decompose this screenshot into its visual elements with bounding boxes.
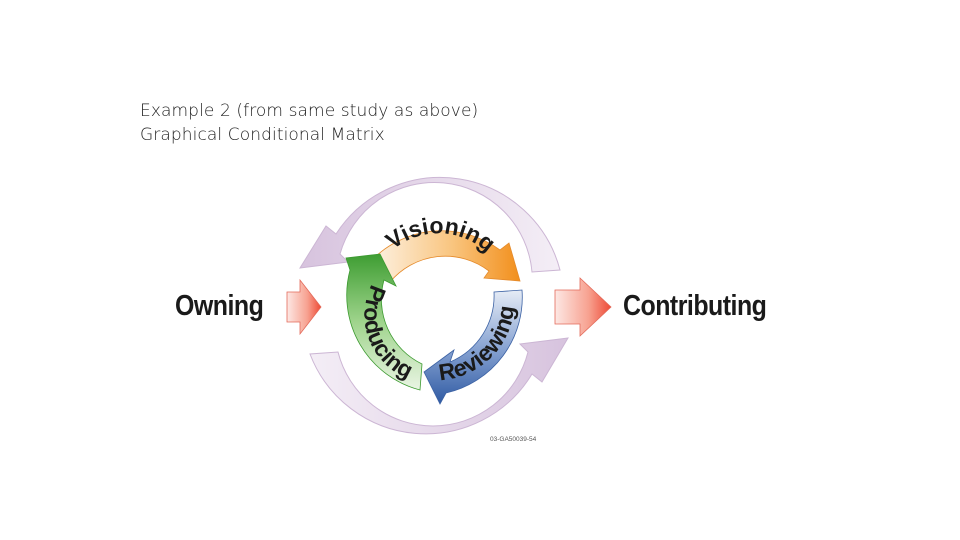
contributing-label: Contributing bbox=[623, 289, 766, 323]
reviewing-label: Reviewing bbox=[437, 304, 520, 386]
producing-label: Producing bbox=[359, 282, 417, 383]
contributing-arrow bbox=[555, 278, 611, 336]
owning-label: Owning bbox=[175, 289, 263, 323]
owning-arrow bbox=[287, 280, 321, 334]
figure-id: 03-GA50039-54 bbox=[490, 436, 537, 443]
